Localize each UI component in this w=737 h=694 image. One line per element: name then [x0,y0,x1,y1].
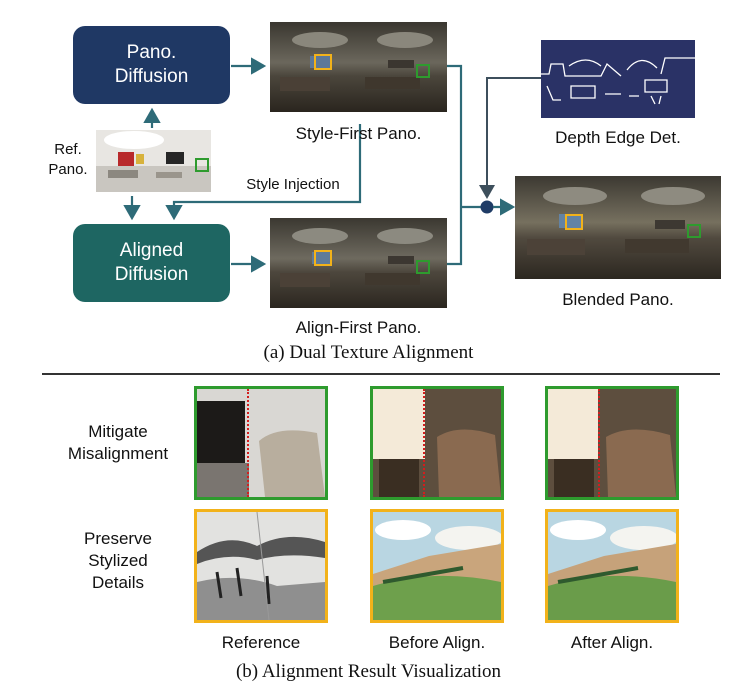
row-label-preserve: Preserve Stylized Details [48,528,188,594]
panel-divider [42,373,720,375]
style-first-yellow-box [314,54,332,70]
ref-pano-line2: Pano. [48,161,88,178]
ref-pano-green-box [195,158,209,172]
style-first-pano-image [270,22,447,112]
pano-diffusion-line2: Diffusion [114,66,189,87]
crop-reference-style [194,509,328,623]
ref-pano-image [96,130,211,192]
aligned-diffusion-box: Aligned Diffusion [73,224,230,302]
caption-b: (b) Alignment Result Visualization [235,661,501,682]
crop-before-style [370,509,504,623]
column-label-reference: Reference [221,633,301,652]
line-stylefirst-merge [447,64,463,266]
arrow-depth-to-dot [479,77,541,199]
crop-reference-misalign [194,386,328,500]
row2-line3: Details [92,573,144,592]
crop-after-misalign [545,386,679,500]
pano-diffusion-box: Pano. Diffusion [73,26,230,104]
aligned-diffusion-line2: Diffusion [114,264,189,285]
blended-label: Blended Pano. [562,290,674,309]
align-first-label: Align-First Pano. [295,318,422,337]
style-first-label: Style-First Pano. [295,124,422,143]
ref-pano-label: Ref. Pano. [42,140,94,180]
red-dashed-line-1 [247,389,249,497]
column-label-after: After Align. [570,633,654,652]
column-label-before: Before Align. [388,633,486,652]
style-first-green-box [416,64,430,78]
pano-diffusion-line1: Pano. [126,42,177,63]
red-dashed-line-2 [423,389,425,497]
row2-line2: Stylized [88,551,148,570]
row-label-mitigate: Mitigate Misalignment [48,421,188,465]
aligned-diffusion-line1: Aligned [119,240,184,261]
style-injection-label: Style Injection [246,176,340,193]
align-first-green-box [416,260,430,274]
blended-green-box [687,224,701,238]
red-dashed-line-3 [598,389,600,497]
depth-edge-label: Depth Edge Det. [555,128,681,147]
crop-after-style [545,509,679,623]
row1-line2: Misalignment [67,444,169,463]
merge-dot [480,200,494,214]
row1-line1: Mitigate [88,422,148,441]
depth-edge-image [541,40,695,118]
blended-pano-image [515,176,721,279]
arrow-style-injection [165,124,362,221]
crop-before-misalign [370,386,504,500]
align-first-pano-image [270,218,447,308]
align-first-yellow-box [314,250,332,266]
caption-a: (a) Dual Texture Alignment [263,342,474,363]
row2-line1: Preserve [83,529,153,548]
blended-yellow-box [565,214,583,230]
ref-pano-line1: Ref. [54,141,82,158]
